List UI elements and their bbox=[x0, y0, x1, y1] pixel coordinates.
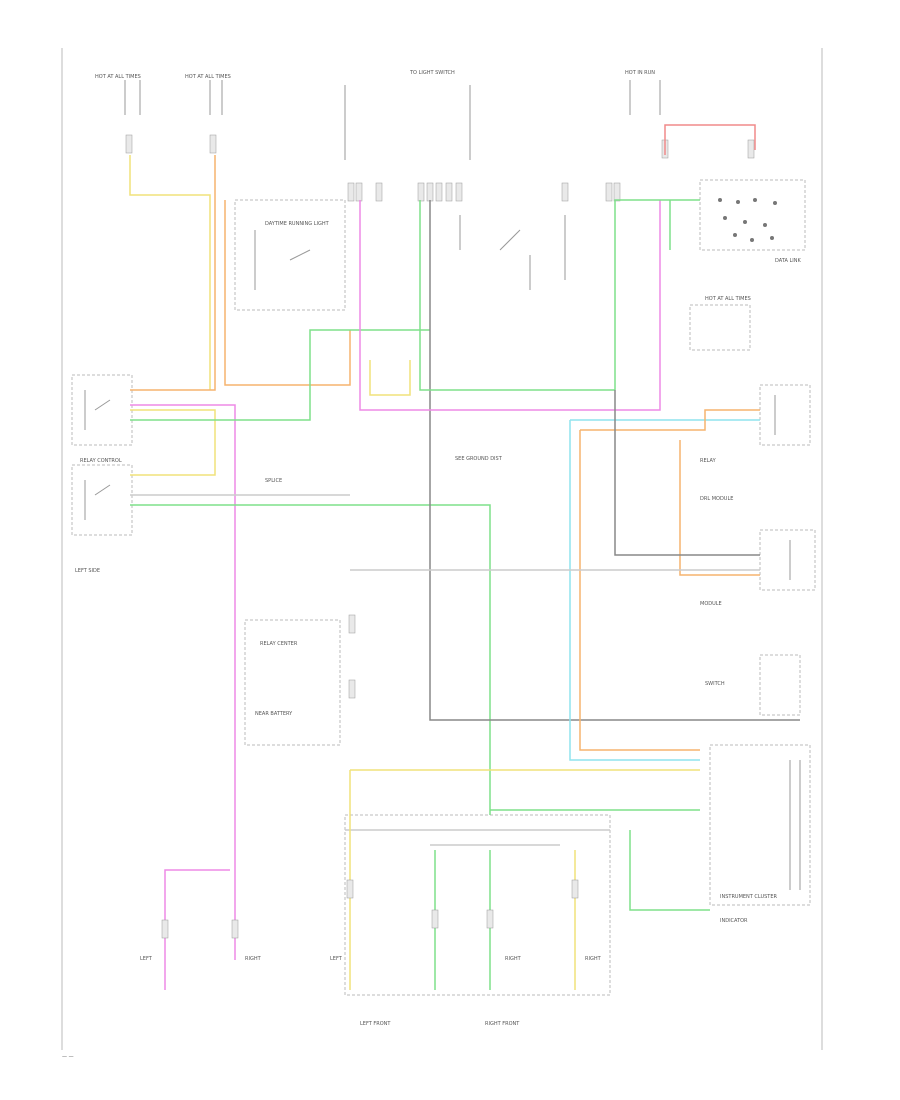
fuse-left-b-label: HOT AT ALL TIMES bbox=[185, 74, 231, 80]
fuse-top-right: HOT IN RUN bbox=[625, 70, 661, 115]
fuse-top-center: TO LIGHT SWITCH bbox=[344, 70, 471, 160]
data-link-label: DATA LINK bbox=[775, 258, 801, 264]
fuse-left-a-label: HOT AT ALL TIMES bbox=[95, 74, 141, 80]
right-relay-a: RELAY bbox=[700, 384, 811, 464]
wire-green-top-right bbox=[614, 199, 700, 390]
right-relay-b-label: DRL MODULE bbox=[700, 496, 733, 502]
wire-red-data-link bbox=[664, 124, 756, 155]
fuse-left-a: HOT AT ALL TIMES bbox=[95, 74, 141, 115]
bottom-caption-left: LEFT FRONT bbox=[360, 1021, 391, 1027]
right-relay-b: DRL MODULE bbox=[700, 496, 733, 502]
wire-black-center bbox=[429, 200, 800, 721]
wire-pink-lamp bbox=[164, 869, 230, 990]
lamp-block bbox=[344, 814, 611, 996]
data-link-connector: DATA LINK bbox=[699, 179, 806, 264]
relay-left-lower: RELAY CONTROL bbox=[71, 458, 133, 536]
mid-note: SEE GROUND DIST bbox=[455, 456, 503, 462]
center-block-label: DAYTIME RUNNING LIGHT bbox=[265, 221, 330, 227]
lamp-center-left-label: LEFT bbox=[330, 956, 343, 962]
lamp-center-right-label: RIGHT bbox=[505, 956, 522, 962]
wire-orange-right bbox=[579, 409, 760, 751]
connector-row-top bbox=[125, 134, 755, 202]
wire-black-module bbox=[614, 390, 760, 556]
right-relay-a-label: RELAY bbox=[700, 458, 717, 464]
wire-pink-long bbox=[130, 404, 236, 960]
relay-left-label: RELAY CONTROL bbox=[80, 458, 122, 464]
relay-left-upper bbox=[71, 374, 133, 446]
splice-note: SPLICE bbox=[265, 478, 282, 484]
hot-right-label: HOT AT ALL TIMES bbox=[705, 296, 751, 302]
lamp-left-outer-label: LEFT bbox=[140, 956, 153, 962]
lower-left-note: NEAR BATTERY bbox=[255, 711, 293, 717]
wire-pink-center bbox=[359, 200, 661, 411]
right-module: MODULE bbox=[700, 529, 816, 607]
lower-left-box: RELAY CENTER NEAR BATTERY bbox=[244, 614, 356, 746]
right-module-label: MODULE bbox=[700, 601, 722, 607]
wire-orange-module bbox=[679, 440, 760, 576]
wire-orange-top bbox=[224, 200, 351, 386]
relay-left-note: LEFT SIDE bbox=[75, 568, 100, 574]
right-switch-label: SWITCH bbox=[705, 681, 725, 687]
wire-green-cluster bbox=[490, 809, 710, 911]
wire-orange-fuse-b bbox=[130, 155, 216, 391]
right-switch: SWITCH bbox=[705, 654, 801, 716]
lamp-right-label: RIGHT bbox=[585, 956, 602, 962]
cluster-a-label: INSTRUMENT CLUSTER bbox=[720, 894, 778, 900]
lamp-left-inner-label: RIGHT bbox=[245, 956, 262, 962]
fuse-top-right-label: HOT IN RUN bbox=[625, 70, 655, 76]
lower-left-box-label: RELAY CENTER bbox=[260, 641, 298, 647]
lamp-connectors bbox=[161, 879, 579, 939]
wire-yellow-fuse-a bbox=[129, 155, 211, 390]
wire-yellow-center bbox=[369, 360, 411, 396]
wire-green-center bbox=[419, 200, 615, 391]
wire-yellow-relay bbox=[130, 409, 216, 476]
instrument-cluster: INSTRUMENT CLUSTER INDICATOR bbox=[709, 744, 811, 924]
hot-right-fuse: HOT AT ALL TIMES bbox=[689, 296, 751, 351]
page-code: — — bbox=[62, 1054, 74, 1060]
wire-green-lower bbox=[130, 504, 491, 815]
bottom-caption-right: RIGHT FRONT bbox=[485, 1021, 520, 1027]
fuse-top-center-label: TO LIGHT SWITCH bbox=[409, 70, 455, 76]
cluster-b-label: INDICATOR bbox=[720, 918, 748, 924]
wire-green-relay bbox=[130, 329, 430, 421]
wire-cyan-right bbox=[569, 419, 760, 761]
center-switch-block: DAYTIME RUNNING LIGHT bbox=[234, 199, 566, 311]
fuse-left-b: HOT AT ALL TIMES bbox=[185, 74, 231, 115]
